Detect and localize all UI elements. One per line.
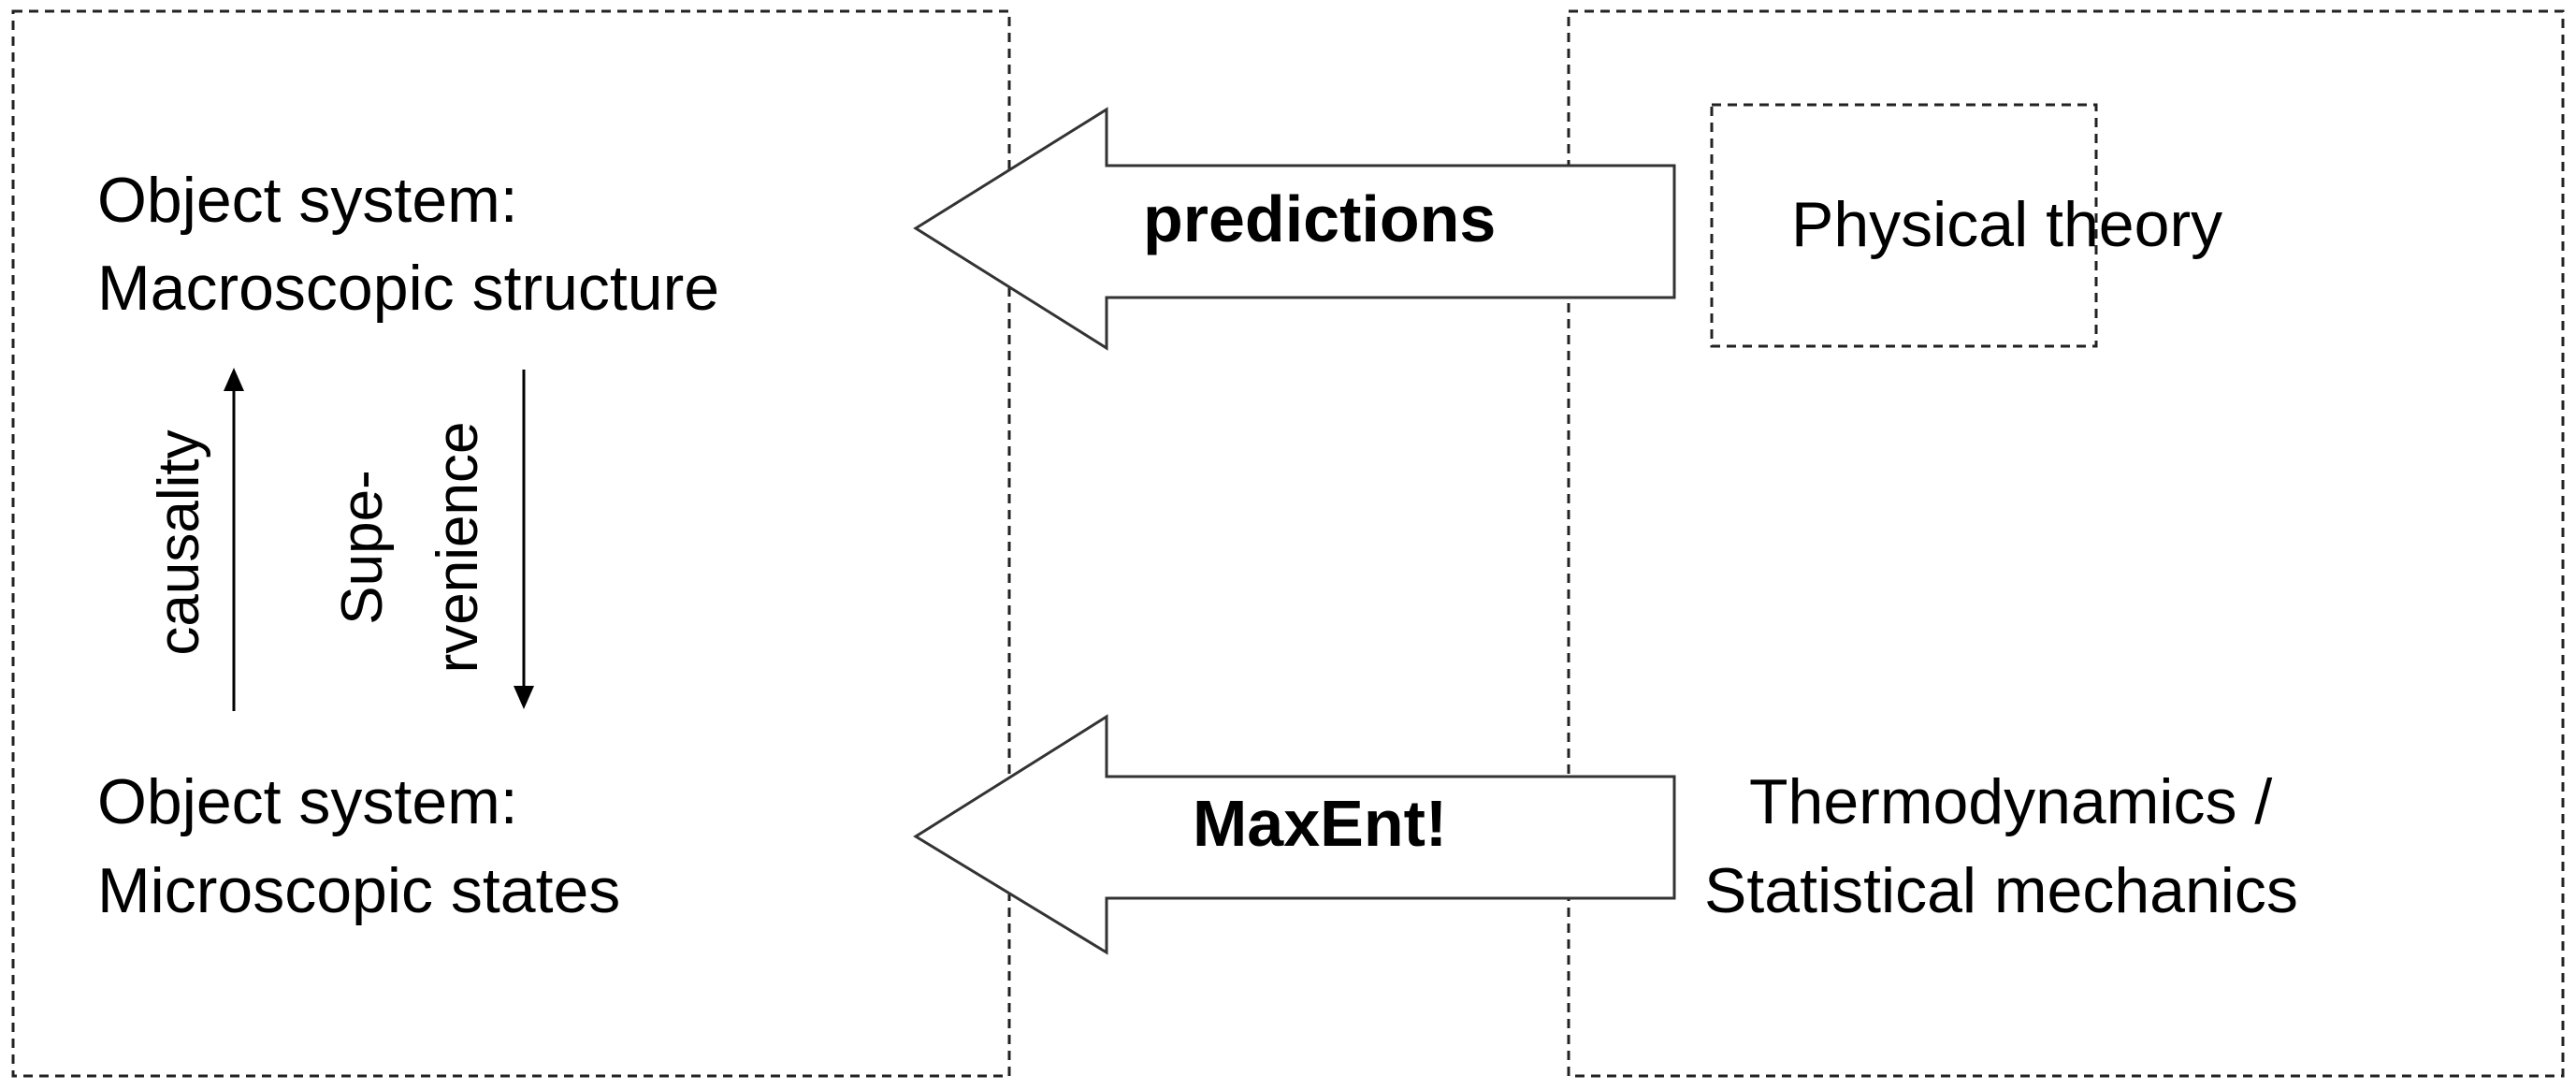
- micro-subtitle: Microscopic states: [97, 855, 620, 926]
- predictions-arrow: [913, 107, 1676, 351]
- supervenience-arrowhead: [514, 686, 534, 709]
- maxent-label: MaxEnt!: [1193, 787, 1447, 860]
- physical-theory-label: Physical theory: [1791, 189, 2222, 260]
- supervenience-label-line2: rvenience: [426, 422, 490, 674]
- maxent-arrow: [913, 714, 1676, 955]
- causality-label: causality: [147, 429, 211, 655]
- physical-theory-box: [1710, 103, 2098, 348]
- thermodynamics-label: Thermodynamics /: [1749, 766, 2272, 837]
- macro-subtitle: Macroscopic structure: [97, 253, 719, 324]
- macro-title: Object system:: [97, 165, 518, 236]
- statistical-mechanics-label: Statistical mechanics: [1704, 855, 2298, 926]
- predictions-label: predictions: [1143, 182, 1496, 255]
- supervenience-label-line1: Supe-: [330, 470, 395, 624]
- theory-box: [1567, 9, 2565, 1078]
- causality-arrowhead: [224, 368, 244, 391]
- object-system-box: [11, 9, 1011, 1078]
- micro-title: Object system:: [97, 766, 518, 837]
